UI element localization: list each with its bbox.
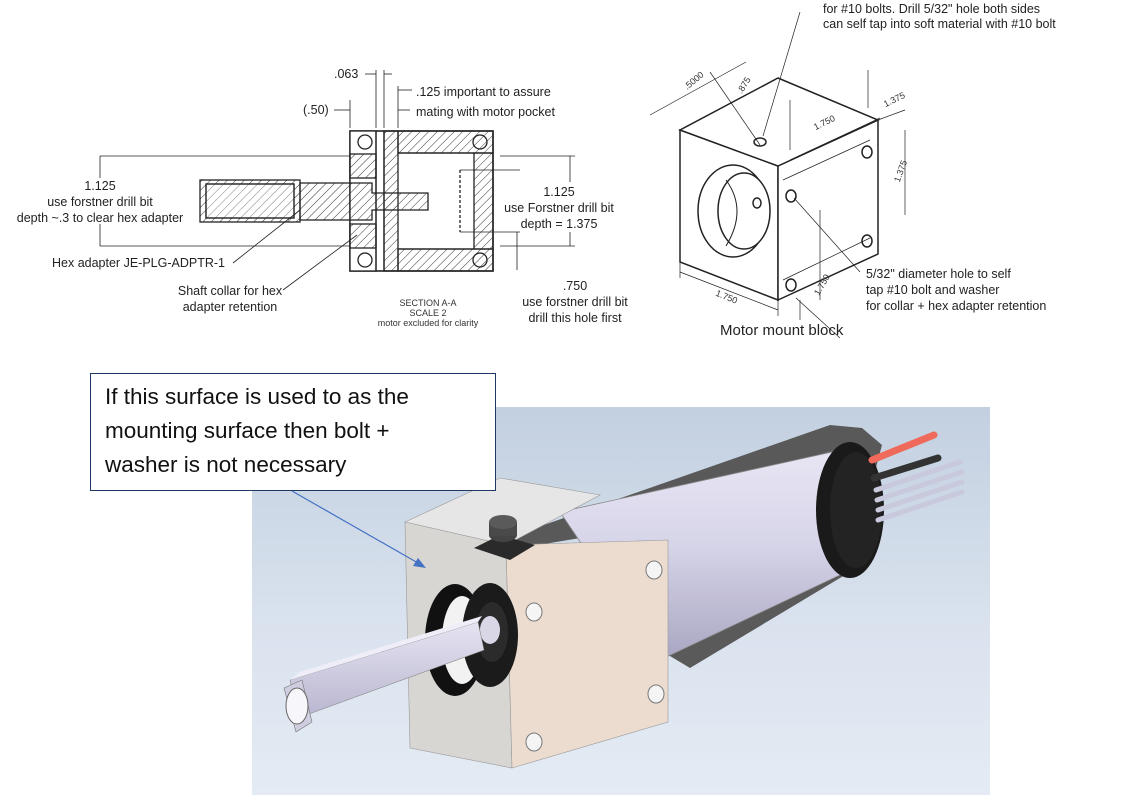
dim-063: .063 — [334, 67, 359, 81]
section-view — [99, 70, 575, 291]
hex-adapter-label: Hex adapter JE-PLG-ADPTR-1 — [52, 256, 225, 270]
top-note: for #10 bolts. Drill 5/32" hole both sid… — [823, 2, 1056, 31]
hole-note: 5/32" diameter hole to self tap #10 bolt… — [866, 267, 1047, 313]
dim-125-note: .125 important to assure mating with mot… — [416, 85, 555, 119]
callout-text: If this surface is used to as the mounti… — [105, 384, 409, 477]
iso-title: Motor mount block — [720, 322, 844, 339]
section-caption: SECTION A-A SCALE 2 motor excluded for c… — [377, 298, 479, 328]
dim-750-note: .750 use forstner drill bit drill this h… — [522, 279, 628, 325]
dim-1125-right: 1.125 use Forstner drill bit depth = 1.3… — [504, 185, 614, 231]
shaft-collar-label: Shaft collar for hex adapter retention — [177, 284, 283, 314]
render-3d — [283, 425, 965, 769]
callout-box — [90, 373, 496, 491]
dim-050: (.50) — [303, 103, 329, 117]
iso-view — [649, 11, 906, 339]
dim-1125-left: 1.125 use forstner drill bit depth ~.3 t… — [16, 179, 184, 225]
